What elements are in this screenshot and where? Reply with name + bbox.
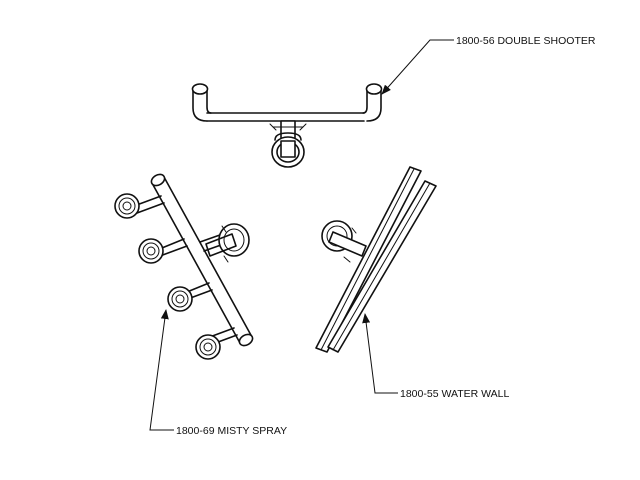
misty-spray-fixture [114, 173, 254, 360]
callout-double-shooter: 1800-56 DOUBLE SHOOTER [381, 35, 596, 95]
label-misty-spray: 1800-69 MISTY SPRAY [176, 425, 287, 437]
spray-nozzle [114, 193, 140, 219]
spray-nozzle [195, 334, 221, 360]
spray-nozzle [138, 238, 164, 264]
label-double-shooter: 1800-56 DOUBLE SHOOTER [456, 35, 596, 47]
water-wall-fixture [315, 166, 437, 353]
callout-misty-spray: 1800-69 MISTY SPRAY [149, 309, 287, 437]
spray-nozzle [167, 286, 193, 312]
double-shooter-fixture [191, 83, 383, 168]
callout-water-wall: 1800-55 WATER WALL [362, 313, 509, 400]
label-water-wall: 1800-55 WATER WALL [400, 388, 509, 400]
